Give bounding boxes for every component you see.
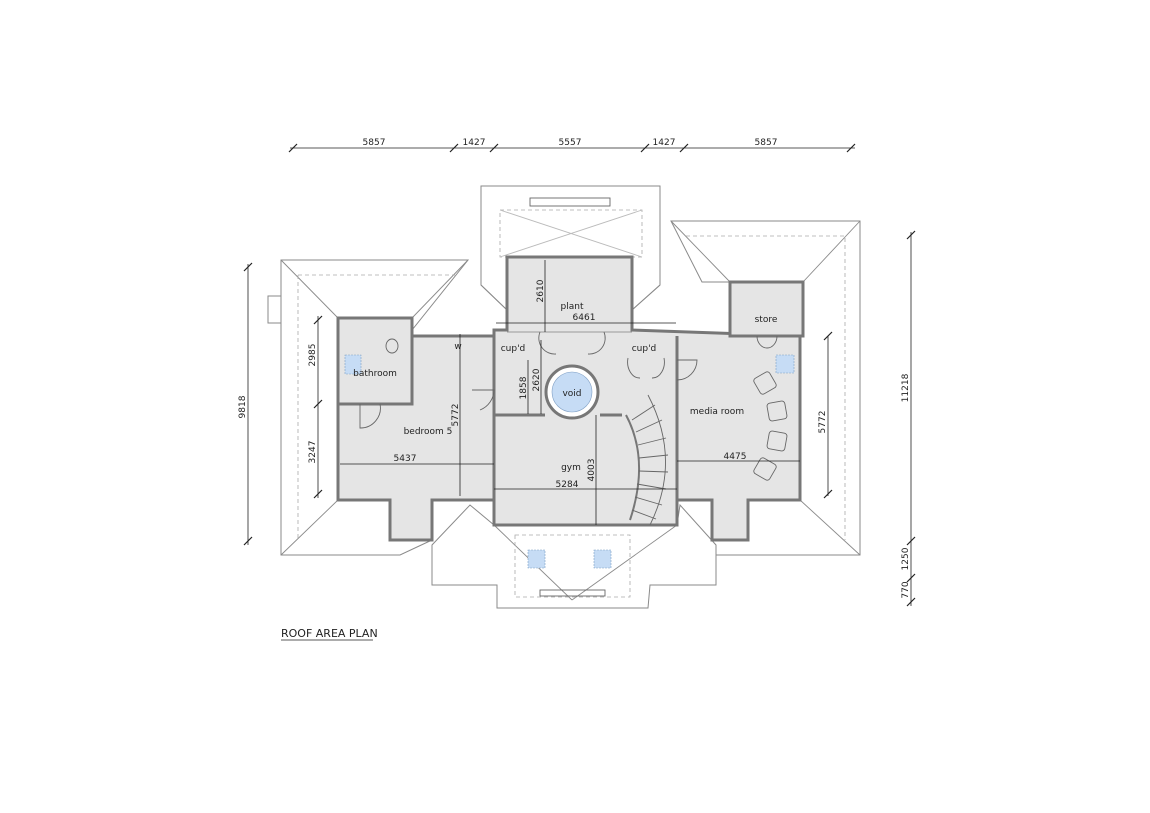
dim-bedroom-depth: 5772 <box>451 404 461 427</box>
dimension-lines <box>243 143 916 607</box>
dim-plant-width: 6461 <box>573 313 596 323</box>
dim-void-b: 2620 <box>532 368 542 391</box>
building-floor <box>336 255 805 542</box>
room-label-cupd-right: cup'd <box>632 344 657 354</box>
room-label-wardrobe: w <box>454 342 461 352</box>
dim-plant-depth: 2610 <box>536 279 546 302</box>
dim-void-a: 1858 <box>519 376 529 399</box>
drawing-title: ROOF AREA PLAN <box>281 627 378 640</box>
room-label-store: store <box>755 315 778 325</box>
dim-left-overall: 9818 <box>238 395 248 418</box>
dim-top-3: 5557 <box>559 138 582 148</box>
dim-right-overall: 11218 <box>901 373 911 402</box>
dim-left-upper: 2985 <box>308 344 318 367</box>
store-room <box>728 280 805 338</box>
room-label-plant: plant <box>561 302 584 312</box>
dim-media-depth: 5772 <box>818 411 828 434</box>
skylight <box>775 354 795 374</box>
dim-right-eave: 1250 <box>901 547 911 570</box>
skylight <box>593 549 612 569</box>
dim-media-width: 4475 <box>724 452 747 462</box>
skylight <box>344 354 362 375</box>
spiral-stair <box>625 394 669 526</box>
room-label-bedroom: bedroom 5 <box>404 427 453 437</box>
void-opening <box>551 371 593 413</box>
roof-top-center <box>480 185 661 312</box>
media-chairs <box>753 371 788 481</box>
dim-gym-width: 5284 <box>556 480 579 490</box>
dim-bedroom-width: 5437 <box>394 454 417 464</box>
room-label-cupd-left: cup'd <box>501 344 526 354</box>
dim-top-4: 1427 <box>653 138 676 148</box>
dim-top-2: 1427 <box>463 138 486 148</box>
toilet-icon <box>385 338 399 354</box>
room-label-gym: gym <box>561 463 581 473</box>
dim-top-1: 5857 <box>363 138 386 148</box>
dim-top-5: 5857 <box>755 138 778 148</box>
room-label-bathroom: bathroom <box>353 369 397 379</box>
dim-left-lower: 3247 <box>308 441 318 464</box>
skylight <box>527 549 546 569</box>
room-label-media: media room <box>690 407 744 417</box>
dim-right-overhang: 770 <box>901 581 911 598</box>
dim-gym-depth: 4003 <box>587 459 597 482</box>
room-label-void: void <box>562 389 581 399</box>
